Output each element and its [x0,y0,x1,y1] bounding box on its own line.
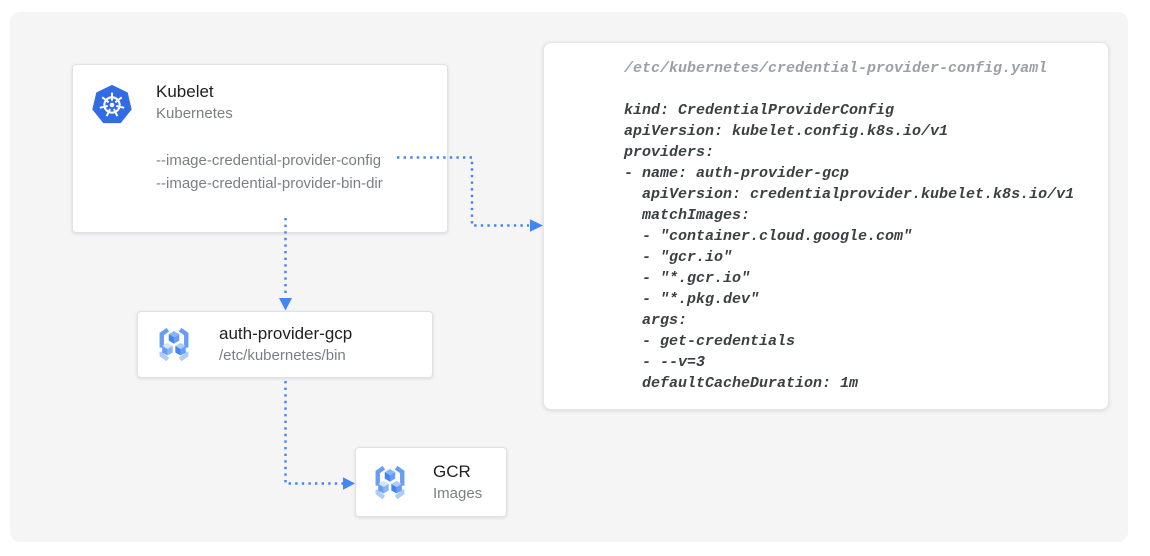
kubelet-card: Kubelet Kubernetes --image-credential-pr… [72,64,448,233]
kubernetes-icon [89,82,135,128]
yaml-code-line: args: [624,312,688,329]
gcr-card-title: GCR [433,462,471,481]
kubelet-flag: --image-credential-provider-config [156,152,382,169]
kubelet-flag: --image-credential-provider-bin-dir [156,175,383,192]
gcr-card: GCR Images [355,447,507,517]
yaml-code-line: kind: CredentialProviderConfig [624,102,895,119]
yaml-code-line: - --v=3 [624,354,706,371]
container-registry-icon [153,324,195,366]
yaml-code-line: - name: auth-provider-gcp [624,165,850,182]
yaml-code-line: - "*.gcr.io" [624,270,751,287]
yaml-code-line: - "gcr.io" [624,249,733,266]
yaml-code-line: apiVersion: credentialprovider.kubelet.k… [624,186,1075,203]
yaml-code-line: defaultCacheDuration: 1m [624,375,859,392]
credential-provider-config-panel: /etc/kubernetes/credential-provider-conf… [543,42,1109,410]
yaml-code-block: kind: CredentialProviderConfig apiVersion… [624,100,1088,394]
container-registry-icon [369,462,411,504]
yaml-code-line: - get-credentials [624,333,796,350]
config-file-path: /etc/kubernetes/credential-provider-conf… [624,60,1048,77]
yaml-code-line: providers: [624,144,715,161]
auth-provider-gcp-card: auth-provider-gcp /etc/kubernetes/bin [137,311,433,378]
kubelet-flag-list: --image-credential-provider-config --imag… [156,149,383,195]
auth-provider-card-subtitle: /etc/kubernetes/bin [219,347,346,364]
yaml-code-line: - "container.cloud.google.com" [624,228,913,245]
kubelet-card-subtitle: Kubernetes [156,105,233,122]
auth-provider-card-title: auth-provider-gcp [219,324,353,343]
kubelet-card-title: Kubelet [156,82,214,101]
yaml-code-line: - "*.pkg.dev" [624,291,760,308]
yaml-code-line: apiVersion: kubelet.config.k8s.io/v1 [624,123,949,140]
gcr-card-subtitle: Images [433,485,483,502]
yaml-code-line: matchImages: [624,207,751,224]
